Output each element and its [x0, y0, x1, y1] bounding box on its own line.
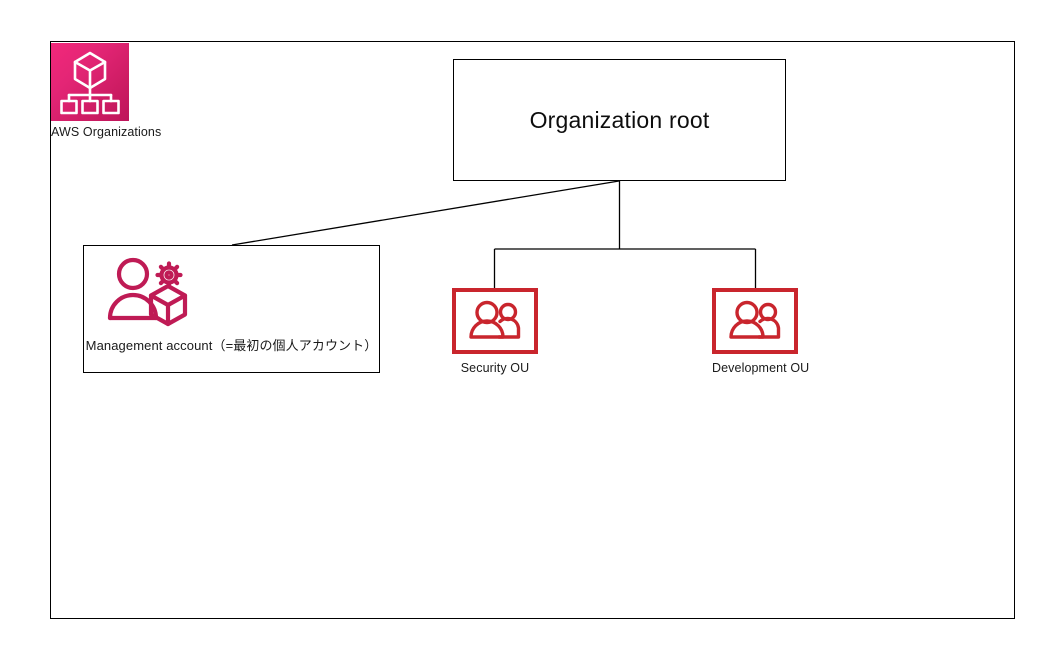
users-icon [469, 300, 521, 339]
development-ou-node[interactable]: Development OU [712, 288, 810, 375]
aws-organizations-icon [51, 43, 129, 121]
users-icon [729, 300, 781, 339]
organization-root-label: Organization root [529, 106, 710, 133]
aws-organizations-label: AWS Organizations [51, 125, 162, 139]
security-ou-label: Security OU [460, 361, 530, 375]
organization-root-box[interactable]: Organization root [453, 59, 786, 181]
management-account-label: Management account（=最初の個人アカウント） [85, 338, 378, 353]
security-ou-box[interactable] [452, 288, 538, 354]
management-account-box[interactable]: Management account（=最初の個人アカウント） [83, 245, 380, 373]
user-gear-cube-icon [106, 254, 200, 332]
diagram-outer-frame [50, 41, 1015, 619]
development-ou-label: Development OU [712, 361, 810, 375]
security-ou-node[interactable]: Security OU [452, 288, 538, 375]
development-ou-box[interactable] [712, 288, 798, 354]
